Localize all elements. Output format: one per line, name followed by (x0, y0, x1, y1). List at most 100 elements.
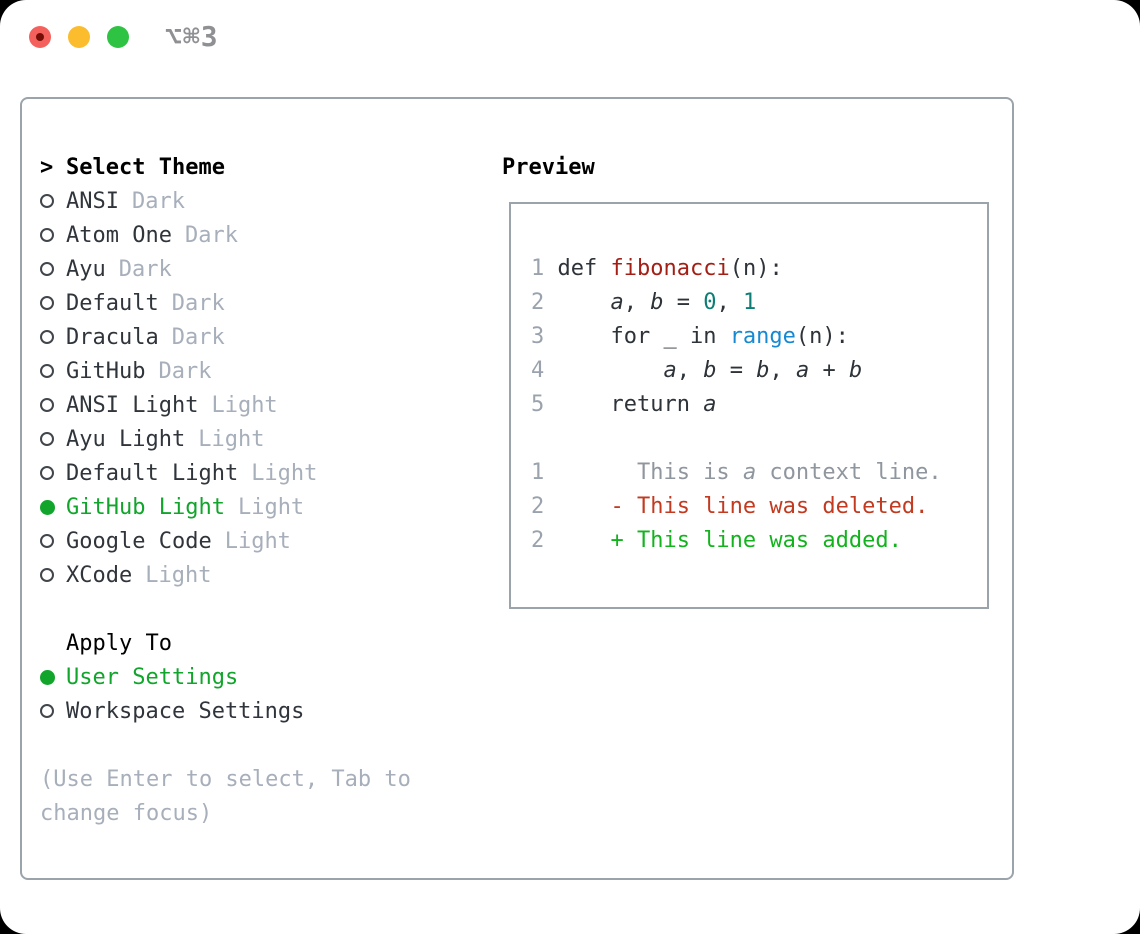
theme-name: XCode (66, 562, 133, 588)
unsaved-dot-icon (36, 33, 44, 41)
code-segment: a (663, 358, 677, 383)
line-number: 4 (531, 358, 545, 383)
radio-icon[interactable] (40, 398, 54, 412)
radio-icon[interactable] (40, 704, 54, 718)
caret-icon: > (40, 154, 54, 180)
preview-heading: Preview (502, 154, 595, 180)
theme-variant: Dark (184, 222, 238, 248)
radio-icon[interactable] (40, 432, 54, 446)
theme-name: Default Light (66, 460, 239, 486)
code-segment: , (623, 290, 651, 315)
code-segment: b (703, 358, 717, 383)
code-blank-line (531, 422, 987, 456)
preview-box: 1 def fibonacci(n): 2 a, b = 0, 1 3 for _ … (509, 202, 989, 609)
line-number: 1 (531, 460, 545, 485)
zoom-button[interactable] (107, 26, 129, 48)
code-line: 4 a, b = b, a + b (531, 354, 987, 388)
code-segment: , (769, 358, 796, 383)
code-line: 3 for _ in range(n): (531, 320, 987, 354)
code-segment: b (756, 358, 770, 383)
theme-name: Ayu (66, 256, 106, 282)
theme-item-default-dark[interactable]: Default Dark (40, 286, 411, 320)
theme-item-google-code-light[interactable]: Google Code Light (40, 524, 411, 558)
select-theme-header: > Select Theme (40, 150, 411, 184)
theme-item-github-dark[interactable]: GitHub Dark (40, 354, 411, 388)
code-segment: This is (544, 460, 743, 485)
theme-item-default-light[interactable]: Default Light Light (40, 456, 411, 490)
close-button[interactable] (29, 26, 51, 48)
apply-option-label: User Settings (66, 664, 239, 690)
theme-name: Google Code (66, 528, 212, 554)
line-number: 2 (531, 494, 545, 519)
apply-option-workspace-settings[interactable]: Workspace Settings (40, 694, 411, 728)
radio-icon[interactable] (40, 296, 54, 310)
radio-icon[interactable] (40, 364, 54, 378)
theme-item-ayu-dark[interactable]: Ayu Dark (40, 252, 411, 286)
code-segment: - This line was deleted. (544, 494, 929, 519)
code-segment: range (729, 324, 796, 349)
theme-name: Default (66, 290, 159, 316)
code-segment: fibonacci (610, 256, 730, 281)
spacer (40, 728, 411, 762)
theme-variant: Dark (131, 188, 185, 214)
theme-item-github-light[interactable]: GitHub Light Light (40, 490, 411, 524)
theme-variant: Dark (171, 324, 225, 350)
code-segment: 0 (703, 290, 717, 315)
code-segment: (n): (729, 256, 783, 281)
preview-code: 1 def fibonacci(n): 2 a, b = 0, 1 3 for _ … (531, 252, 987, 558)
theme-name: GitHub Light (66, 494, 225, 520)
line-number: 5 (531, 392, 545, 417)
code-segment: , (716, 290, 743, 315)
line-number: 2 (531, 528, 545, 553)
theme-variant: Dark (118, 256, 172, 282)
theme-item-atom-one-dark[interactable]: Atom One Dark (40, 218, 411, 252)
theme-item-xcode-light[interactable]: XCode Light (40, 558, 411, 592)
code-segment: def (544, 256, 611, 281)
theme-item-ansi-light[interactable]: ANSI Light Light (40, 388, 411, 422)
radio-icon[interactable] (40, 194, 54, 208)
minimize-button[interactable] (68, 26, 90, 48)
apply-option-user-settings[interactable]: User Settings (40, 660, 411, 694)
keyboard-hint-line1: (Use Enter to select, Tab to (40, 766, 411, 792)
radio-icon[interactable] (40, 330, 54, 344)
code-segment: = (716, 358, 757, 383)
theme-variant: Light (251, 460, 318, 486)
select-theme-label: Select Theme (66, 154, 225, 180)
code-segment: a (742, 460, 757, 485)
code-segment: a (795, 358, 810, 383)
code-line: 1 This is a context line. (531, 456, 987, 490)
radio-icon[interactable] (40, 466, 54, 480)
line-number: 2 (531, 290, 545, 315)
theme-item-ayu-light[interactable]: Ayu Light Light (40, 422, 411, 456)
apply-to-label: Apply To (66, 630, 172, 656)
theme-variant: Light (198, 426, 265, 452)
theme-picker-panel: > Select Theme ANSI Dark Atom One Dark A… (20, 97, 1014, 880)
theme-variant: Light (211, 392, 278, 418)
radio-icon[interactable] (40, 228, 54, 242)
code-segment: b (650, 290, 664, 315)
line-number: 1 (531, 256, 545, 281)
theme-item-dracula-dark[interactable]: Dracula Dark (40, 320, 411, 354)
keyboard-hint-line2: change focus) (40, 800, 213, 826)
code-line: 1 def fibonacci(n): (531, 252, 987, 286)
spacer (40, 592, 411, 626)
theme-name: Atom One (66, 222, 172, 248)
code-segment: 1 (742, 290, 757, 315)
radio-icon[interactable] (40, 262, 54, 276)
theme-name: ANSI Light (66, 392, 199, 418)
radio-icon[interactable] (40, 534, 54, 548)
radio-icon[interactable] (40, 568, 54, 582)
theme-variant: Light (237, 494, 305, 520)
code-segment: + This line was added. (544, 528, 902, 553)
code-segment: , (676, 358, 704, 383)
code-line: 5 return a (531, 388, 987, 422)
theme-item-ansi-dark[interactable]: ANSI Dark (40, 184, 411, 218)
code-segment: = (663, 290, 704, 315)
theme-variant: Dark (158, 358, 212, 384)
radio-icon-selected[interactable] (40, 499, 55, 515)
code-line: 2 - This line was deleted. (531, 490, 987, 524)
code-segment: a (610, 290, 624, 315)
radio-icon-selected[interactable] (40, 669, 55, 685)
window-title: ⌥⌘3 (165, 20, 219, 53)
